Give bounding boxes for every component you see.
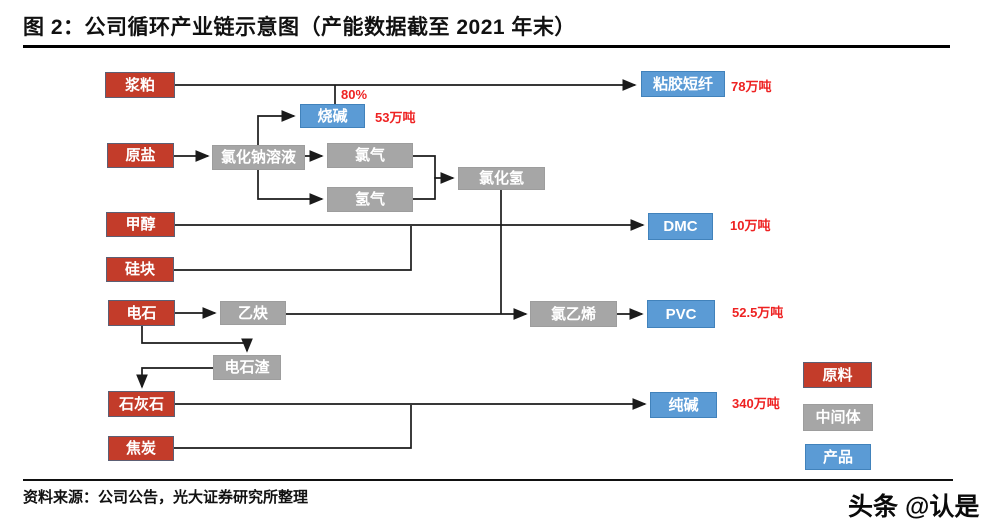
annotation-pvc-capacity: 52.5万吨 xyxy=(732,305,784,320)
node-carbide-slag: 电石渣 xyxy=(213,355,281,380)
edge-hydrogen-to-hcl-merge xyxy=(413,177,436,200)
footer-divider xyxy=(23,479,953,481)
node-calcium-carbide: 电石 xyxy=(108,300,175,326)
annotation-caustic-capacity: 53万吨 xyxy=(375,110,416,125)
node-viscose-staple-fiber: 粘胶短纤 xyxy=(641,71,725,97)
node-chlorine: 氯气 xyxy=(327,143,413,168)
node-dmc: DMC xyxy=(648,213,713,240)
node-caustic-soda: 烧碱 xyxy=(300,104,365,128)
figure-title: 图 2：公司循环产业链示意图（产能数据截至 2021 年末） xyxy=(23,16,576,39)
node-legend-intermediate: 中间体 xyxy=(803,404,873,431)
node-soda-ash: 纯碱 xyxy=(650,392,717,418)
node-pvc: PVC xyxy=(647,300,715,328)
node-pulp: 浆粕 xyxy=(105,72,175,98)
node-nacl-solution: 氯化钠溶液 xyxy=(212,145,305,170)
node-silicon-block: 硅块 xyxy=(106,257,174,282)
node-limestone: 石灰石 xyxy=(108,391,175,417)
edge-silicon-to-dmc-merge xyxy=(174,226,412,271)
edge-nacl-to-hydrogen xyxy=(257,170,324,205)
node-legend-raw: 原料 xyxy=(803,362,872,388)
node-legend-product: 产品 xyxy=(805,444,871,470)
edge-slag-to-limestone xyxy=(136,367,213,389)
edge-carbide-to-slag xyxy=(141,326,253,353)
edge-nacl-to-caustic xyxy=(257,110,296,145)
annotation-caustic-share: 80% xyxy=(341,87,368,102)
node-acetylene: 乙炔 xyxy=(220,301,286,325)
node-coke: 焦炭 xyxy=(108,436,174,461)
node-methanol: 甲醇 xyxy=(106,212,175,237)
annotation-dmc-capacity: 10万吨 xyxy=(730,218,771,233)
node-vinyl-chloride: 氯乙烯 xyxy=(530,301,617,327)
node-raw-salt: 原盐 xyxy=(107,143,174,168)
node-hydrogen: 氢气 xyxy=(327,187,413,212)
node-hydrogen-chloride: 氯化氢 xyxy=(458,167,545,190)
source-note: 资料来源：公司公告，光大证券研究所整理 xyxy=(23,489,309,506)
edge-chlorine-to-hcl xyxy=(413,155,455,184)
title-divider xyxy=(23,45,950,48)
watermark-text: 头条 @认是 xyxy=(848,493,980,521)
annotation-viscose-capacity: 78万吨 xyxy=(731,79,772,94)
annotation-soda-capacity: 340万吨 xyxy=(732,396,780,411)
edge-coke-to-soda-merge xyxy=(174,405,412,449)
